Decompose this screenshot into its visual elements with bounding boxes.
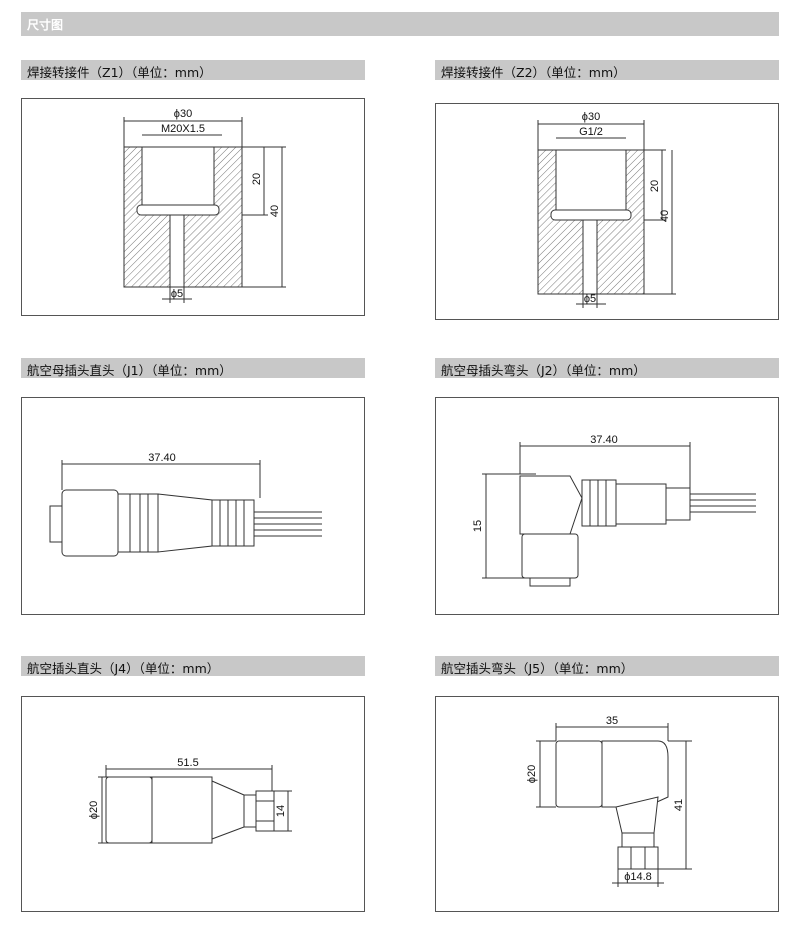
drawing-panel-z1: ϕ30 M20X1.5 20 40 ϕ5 xyxy=(21,98,365,316)
j5-drawing: 35 ϕ20 41 ϕ14.8 xyxy=(526,715,692,887)
section-title: 焊接转接件（Z2）（单位：mm） xyxy=(441,65,626,80)
j2-height: 15 xyxy=(472,520,484,532)
j4-body xyxy=(151,776,213,844)
dimension-drawing-header: 尺寸图 xyxy=(21,12,779,36)
j2-angle-body xyxy=(519,475,583,535)
section-title: 航空插头直头（J4）（单位：mm） xyxy=(27,661,220,676)
z1-height: 40 xyxy=(269,205,281,217)
z1-outer-dia: ϕ30 xyxy=(174,108,192,120)
j1-length: 37.40 xyxy=(148,452,176,464)
z2-bore xyxy=(555,149,627,211)
section-title: 焊接转接件（Z1）（单位：mm） xyxy=(27,65,212,80)
j4-drawing: 51.5 ϕ20 14 xyxy=(88,757,292,844)
section-title: 航空母插头弯头（J2）（单位：mm） xyxy=(441,363,646,378)
j5-width: 35 xyxy=(606,715,618,727)
j1-drawing: 37.40 xyxy=(49,452,322,557)
drawing-panel-j5: 35 ϕ20 41 ϕ14.8 xyxy=(435,696,779,912)
j5-nut-dia: ϕ14.8 xyxy=(624,871,652,883)
j1-coupling-nut xyxy=(61,489,119,557)
j1-boot xyxy=(157,493,213,553)
j4-dia: ϕ20 xyxy=(88,801,100,819)
drawing-panel-j2: 37.40 15 xyxy=(435,397,779,615)
j2-coupling-nut xyxy=(521,533,579,579)
j1-wires xyxy=(254,511,322,537)
section-label-z1: 焊接转接件（Z1）（单位：mm） xyxy=(21,60,365,80)
z1-thread: M20X1.5 xyxy=(161,123,205,135)
z2-depth: 20 xyxy=(649,180,661,192)
j4-length: 51.5 xyxy=(177,757,198,769)
section-title: 航空插头弯头（J5）（单位：mm） xyxy=(441,661,634,676)
drawing-panel-j4: 51.5 ϕ20 14 xyxy=(21,696,365,912)
section-label-j2: 航空母插头弯头（J2）（单位：mm） xyxy=(435,358,779,378)
z1-drawing: ϕ30 M20X1.5 20 40 ϕ5 xyxy=(123,108,286,303)
z1-hole-dia: ϕ5 xyxy=(171,288,183,300)
j5-height: 41 xyxy=(673,799,685,811)
section-label-z2: 焊接转接件（Z2）（单位：mm） xyxy=(435,60,779,80)
z2-drawing: ϕ30 G1/2 20 40 ϕ5 xyxy=(537,111,676,308)
section-label-j5: 航空插头弯头（J5）（单位：mm） xyxy=(435,656,779,676)
z2-hole-dia: ϕ5 xyxy=(584,293,596,305)
section-title: 航空母插头直头（J1）（单位：mm） xyxy=(27,363,232,378)
drawing-panel-z2: ϕ30 G1/2 20 40 ϕ5 xyxy=(435,103,779,320)
z2-height: 40 xyxy=(659,210,671,222)
section-label-j1: 航空母插头直头（J1）（单位：mm） xyxy=(21,358,365,378)
j5-coupling-nut xyxy=(555,740,603,808)
j5-dia: ϕ20 xyxy=(526,765,538,783)
j4-nut-size: 14 xyxy=(275,805,287,817)
z1-hole xyxy=(169,214,185,288)
section-label-j4: 航空插头直头（J4）（单位：mm） xyxy=(21,656,365,676)
z1-bore xyxy=(141,146,215,206)
header-title: 尺寸图 xyxy=(27,18,64,32)
j5-hex-nut xyxy=(617,846,659,870)
z2-groove xyxy=(550,209,632,221)
z1-depth: 20 xyxy=(251,173,263,185)
j4-hex-nut xyxy=(255,790,275,832)
j2-length: 37.40 xyxy=(590,434,618,446)
j2-drawing: 37.40 15 xyxy=(472,434,756,587)
z2-hole xyxy=(582,219,598,295)
drawing-panel-j1: 37.40 xyxy=(21,397,365,615)
z2-thread: G1/2 xyxy=(579,126,603,138)
j4-coupling-nut xyxy=(105,776,153,844)
z1-groove xyxy=(136,204,220,216)
j2-wires xyxy=(690,493,756,513)
z2-outer-dia: ϕ30 xyxy=(582,111,600,123)
